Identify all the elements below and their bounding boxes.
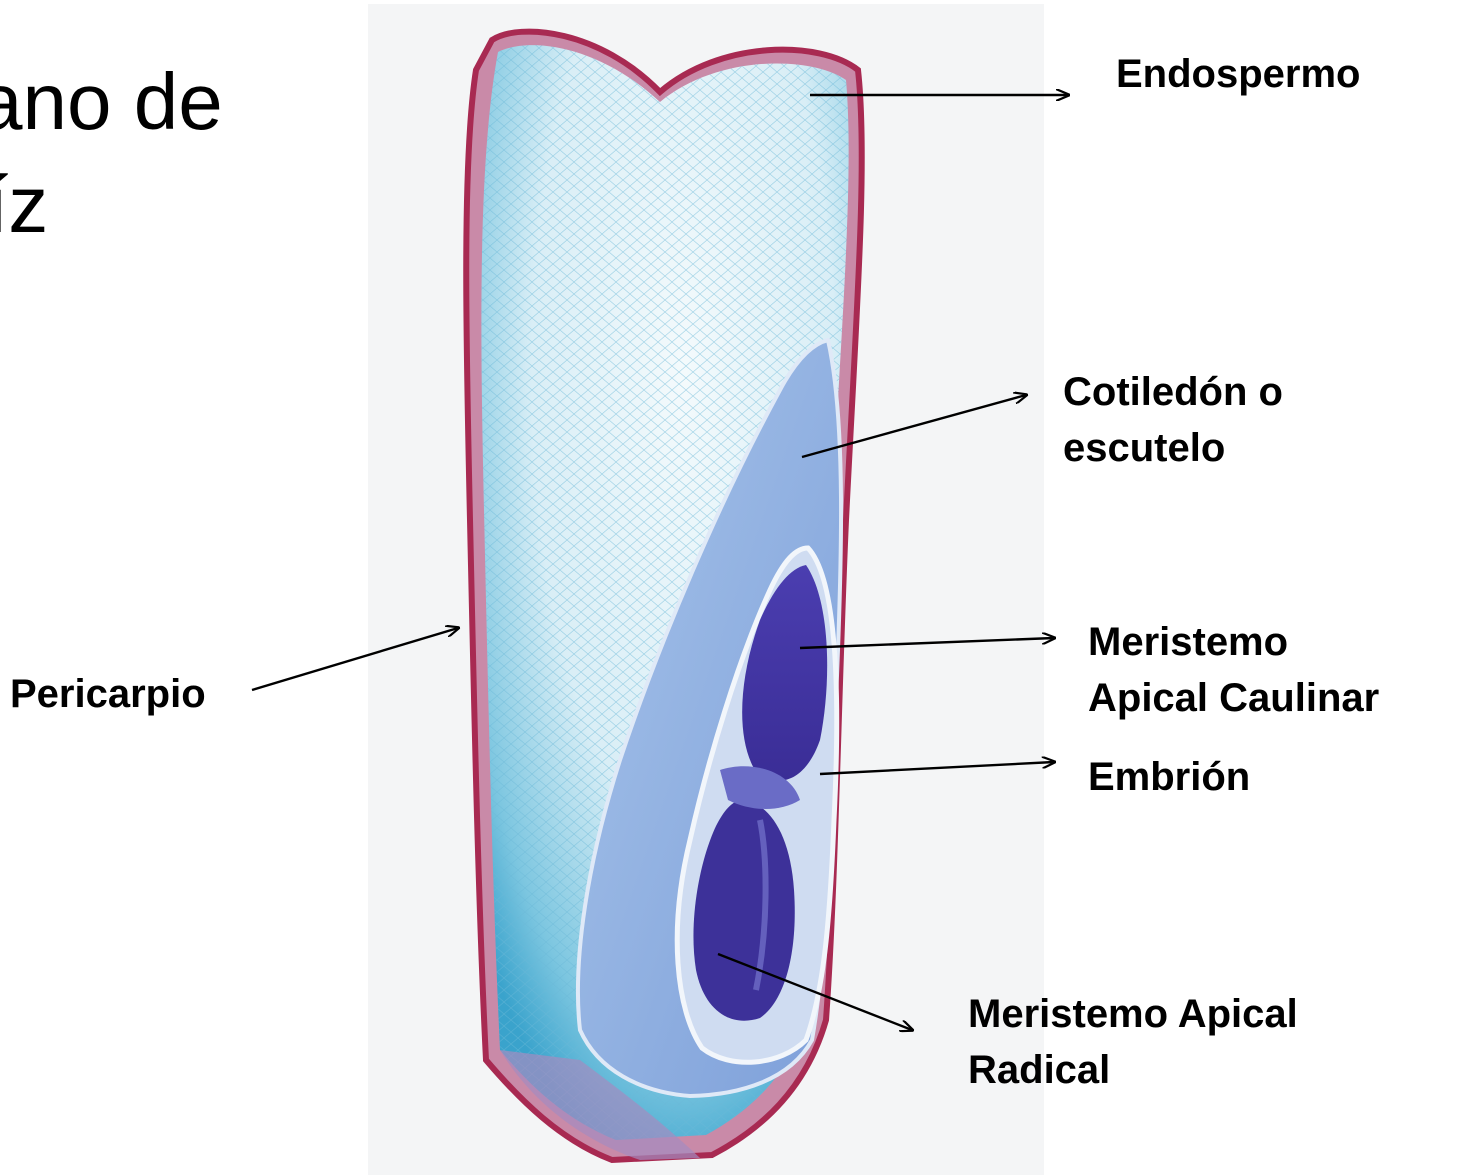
label-meristemo-radical: Meristemo Apical Radical <box>968 986 1298 1098</box>
label-pericarpio-text: Pericarpio <box>10 672 206 716</box>
label-meristemo-caulinar-line-1: Meristemo <box>1088 614 1379 670</box>
label-cotiledon: Cotiledón o escutelo <box>1063 364 1283 476</box>
label-meristemo-caulinar: Meristemo Apical Caulinar <box>1088 614 1379 726</box>
label-cotiledon-line-1: Cotiledón o <box>1063 364 1283 420</box>
label-meristemo-radical-line-2: Radical <box>968 1042 1298 1098</box>
label-pericarpio: Pericarpio <box>10 666 206 722</box>
label-endospermo-text: Endospermo <box>1116 52 1360 96</box>
label-endospermo: Endospermo <box>1116 46 1360 102</box>
label-embrion-text: Embrión <box>1088 755 1250 799</box>
label-embrion: Embrión <box>1088 749 1250 805</box>
label-cotiledon-line-2: escutelo <box>1063 420 1283 476</box>
label-meristemo-radical-line-1: Meristemo Apical <box>968 986 1298 1042</box>
label-meristemo-caulinar-line-2: Apical Caulinar <box>1088 670 1379 726</box>
